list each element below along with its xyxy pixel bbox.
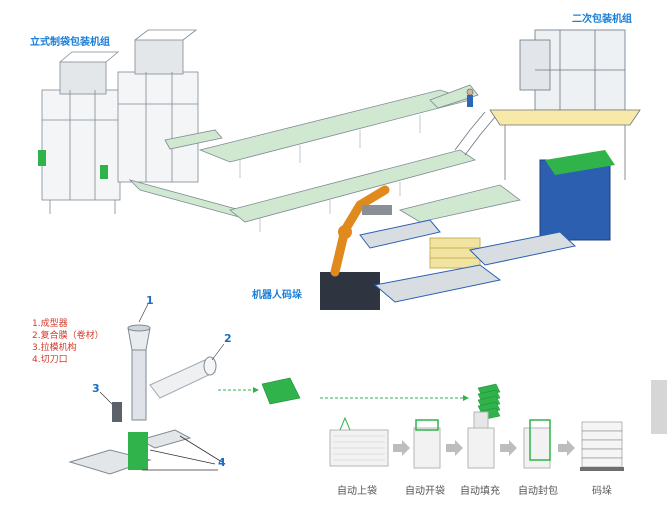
callout-1: 1 [146,294,154,307]
step-label-palletizing: 码垛 [592,486,612,497]
component-legend: 1.成型器 2.复合膜（卷材） 3.拉模机构 4.切刀口 [32,318,104,366]
step-label-auto-bag-opening: 自动开袋 [405,486,445,497]
step-label-auto-filling: 自动填充 [460,486,500,497]
secondary-packing-machine [454,29,641,180]
legend-item: 2.复合膜（卷材） [32,331,104,341]
vertical-packing-machines [38,29,199,214]
legend-item: 1.成型器 [32,319,68,329]
flow-arrows [218,387,469,401]
stacked-bags [477,383,501,421]
roller-conveyors [359,219,577,303]
callout-2: 2 [224,332,232,345]
conveyor-lines [128,84,521,223]
conveyor-supports [239,115,421,232]
legend-item: 4.切刀口 [32,355,68,365]
side-tab [651,380,667,434]
legend-item: 3.拉模机构 [32,343,77,353]
label-secondary-machine: 二次包装机组 [572,14,632,25]
callout-3: 3 [92,382,100,395]
callout-4: 4 [218,456,226,469]
step-label-auto-bag-loading: 自动上袋 [337,486,377,497]
label-robot-palletizing: 机器人码垛 [252,290,302,301]
step-label-auto-sealing: 自动封包 [518,486,558,497]
forming-tube-detail [68,303,225,475]
robot-palletizer [320,150,615,310]
single-bag [261,377,301,405]
label-vertical-machine: 立式制袋包装机组 [30,37,110,48]
process-steps [329,411,624,471]
